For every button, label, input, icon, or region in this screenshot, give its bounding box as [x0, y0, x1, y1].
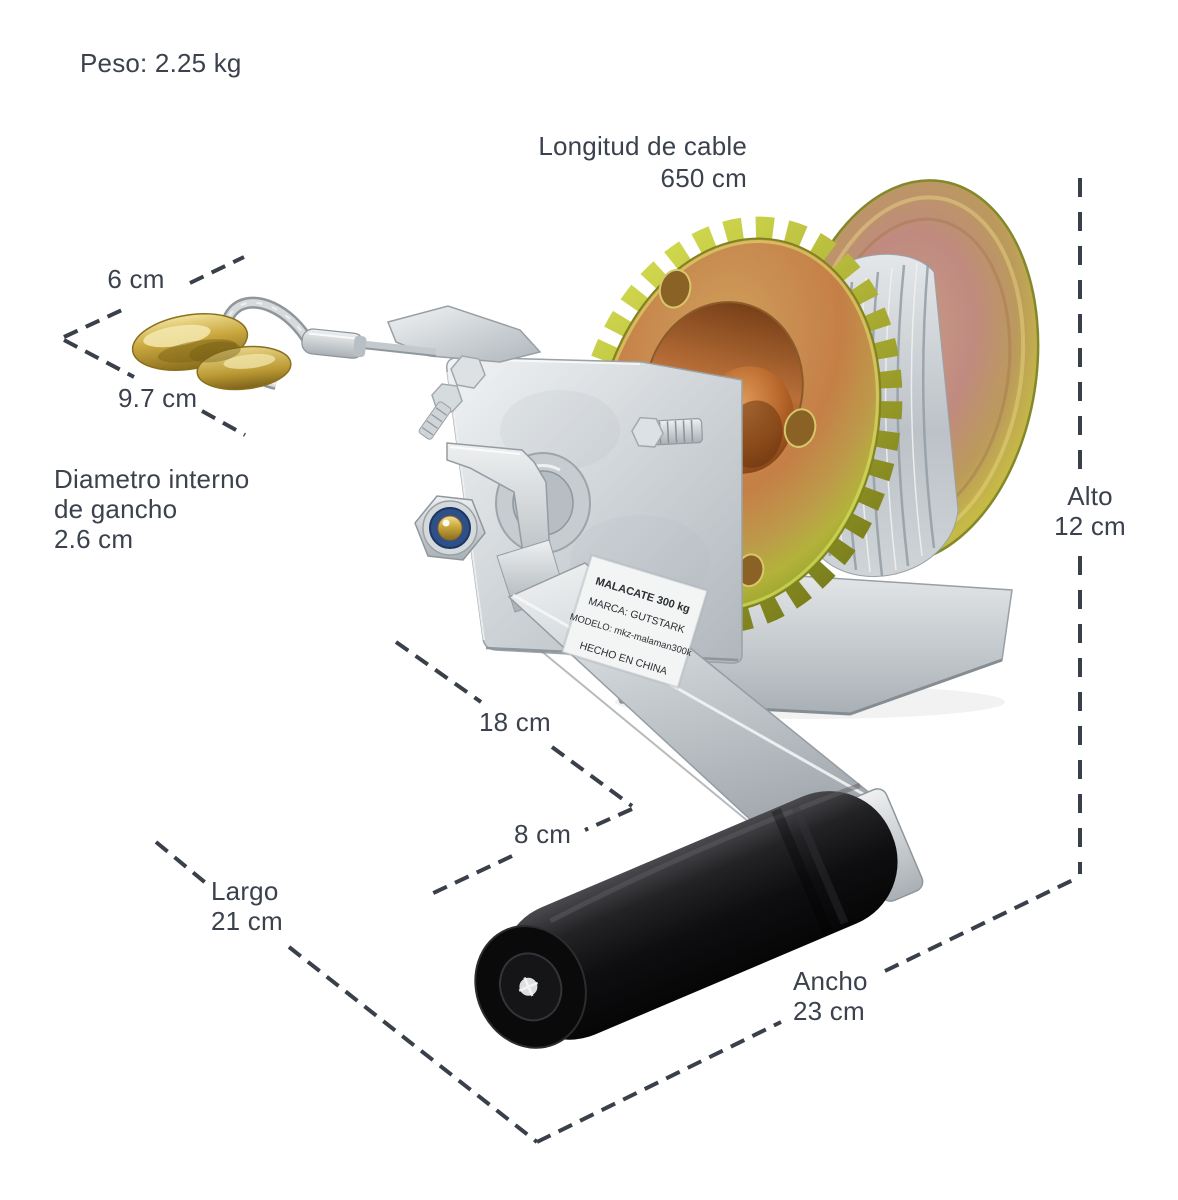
largo-label: Largo 21 cm — [211, 876, 283, 936]
hook-diameter-label: Diametro interno de gancho 2.6 cm — [54, 464, 249, 554]
dash-18cm — [394, 640, 483, 704]
dash-hook-length — [63, 338, 135, 379]
hook-diameter-line2: de gancho — [54, 494, 178, 524]
cable-length-value: 650 cm — [660, 163, 747, 193]
hook-length-label: 9.7 cm — [118, 383, 198, 413]
dash-hook-length — [201, 409, 246, 437]
gear-hole — [783, 408, 817, 448]
dash-hook-width — [63, 308, 123, 339]
dash-8cm — [426, 854, 513, 898]
cable-length-label: Longitud de cable 650 cm — [445, 130, 747, 194]
dimension-lines — [63, 178, 1082, 1144]
cable-ferrule — [301, 328, 367, 359]
dash-largo — [154, 840, 209, 886]
alto-label: Alto 12 cm — [1038, 481, 1142, 541]
frame-side-bolt — [631, 416, 703, 448]
product-sticker: MALACATE 300 kg MARCA: GUTSTARK MODELO: … — [560, 553, 710, 690]
ancho-text: Ancho — [793, 966, 868, 996]
hex-nut — [450, 355, 486, 389]
frame-length-label: 18 cm — [479, 707, 551, 737]
dash-ancho — [536, 1020, 782, 1144]
ancho-label: Ancho 23 cm — [793, 966, 868, 1026]
dash-18cm — [550, 745, 634, 808]
largo-value: 21 cm — [211, 906, 283, 936]
alto-value: 12 cm — [1054, 511, 1126, 541]
hook-width-label: 6 cm — [107, 264, 165, 294]
dash-hook-width — [189, 255, 245, 285]
hook-assembly — [131, 296, 437, 391]
dash-ancho — [884, 876, 1078, 973]
handle-grip — [474, 782, 898, 1049]
alto-text: Alto — [1067, 481, 1113, 511]
handle-offset-label: 8 cm — [514, 819, 572, 849]
threaded-bolt — [418, 401, 452, 440]
pawl-bolt — [414, 495, 486, 561]
steel-cable — [361, 340, 437, 356]
weight-label: Peso: 2.25 kg — [80, 48, 242, 78]
largo-text: Largo — [211, 876, 279, 906]
hook-diameter-line1: Diametro interno — [54, 464, 250, 494]
cable-length-text: Longitud de cable — [538, 131, 747, 161]
dash-8cm — [584, 807, 633, 832]
gear-hole — [658, 268, 692, 309]
dash-largo — [287, 945, 539, 1144]
ancho-value: 23 cm — [793, 996, 865, 1026]
hook-diameter-line3: 2.6 cm — [54, 524, 134, 554]
hook-tip — [196, 345, 292, 391]
